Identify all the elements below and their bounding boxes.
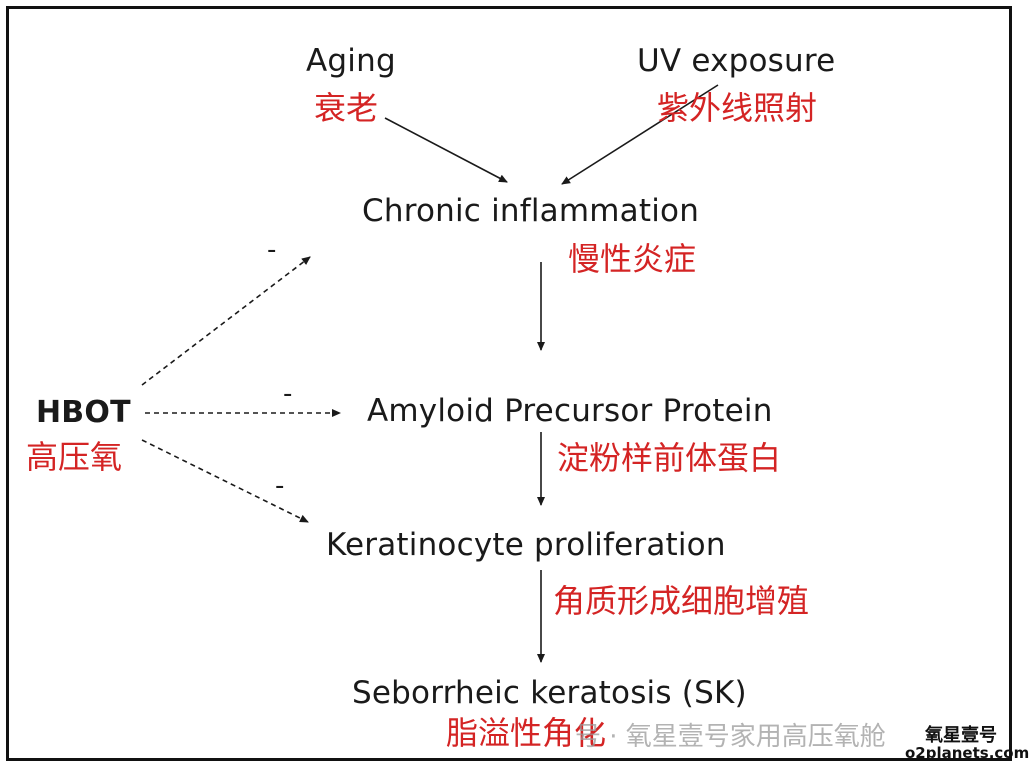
inhibition-mark-keratinocyte: - [275,471,285,501]
inhibition-mark-app: - [283,379,293,409]
inhibition-mark-inflammation: - [267,235,277,265]
aging-zh-label: 衰老 [314,89,379,127]
uv-exposure-zh-label: 紫外线照射 [657,89,818,127]
keratinocyte-proliferation-label: Keratinocyte proliferation [326,527,726,563]
aging-label: Aging [306,43,396,79]
arrow-uv-to-inflammation [561,84,719,185]
watermark-logo-name: 氧星壹号 [925,725,997,746]
arrow-hbot-to-inflammation [141,256,311,386]
diagram-frame [6,6,1012,761]
amyloid-precursor-protein-zh-label: 淀粉样前体蛋白 [557,439,782,477]
chronic-inflammation-label: Chronic inflammation [362,193,700,229]
seborrheic-keratosis-label: Seborrheic keratosis (SK) [352,675,747,711]
chronic-inflammation-zh-label: 慢性炎症 [568,240,697,278]
arrow-aging-to-inflammation [384,117,508,183]
amyloid-precursor-protein-label: Amyloid Precursor Protein [367,393,773,429]
keratinocyte-proliferation-zh-label: 角质形成细胞增殖 [553,582,810,620]
watermark-logo-url: o2planets.com [905,743,1029,762]
hbot-label: HBOT [36,395,131,430]
uv-exposure-label: UV exposure [637,43,836,79]
hbot-zh-label: 高压氧 [26,438,123,476]
arrow-hbot-to-keratinocyte [141,439,309,523]
watermark-text: 号 · 氧星壹号家用高压氧舱 [575,722,886,752]
watermark-logo: 氧星壹号 o2planets.com [905,725,1029,762]
seborrheic-keratosis-zh-label: 脂溢性角化 [446,714,607,752]
